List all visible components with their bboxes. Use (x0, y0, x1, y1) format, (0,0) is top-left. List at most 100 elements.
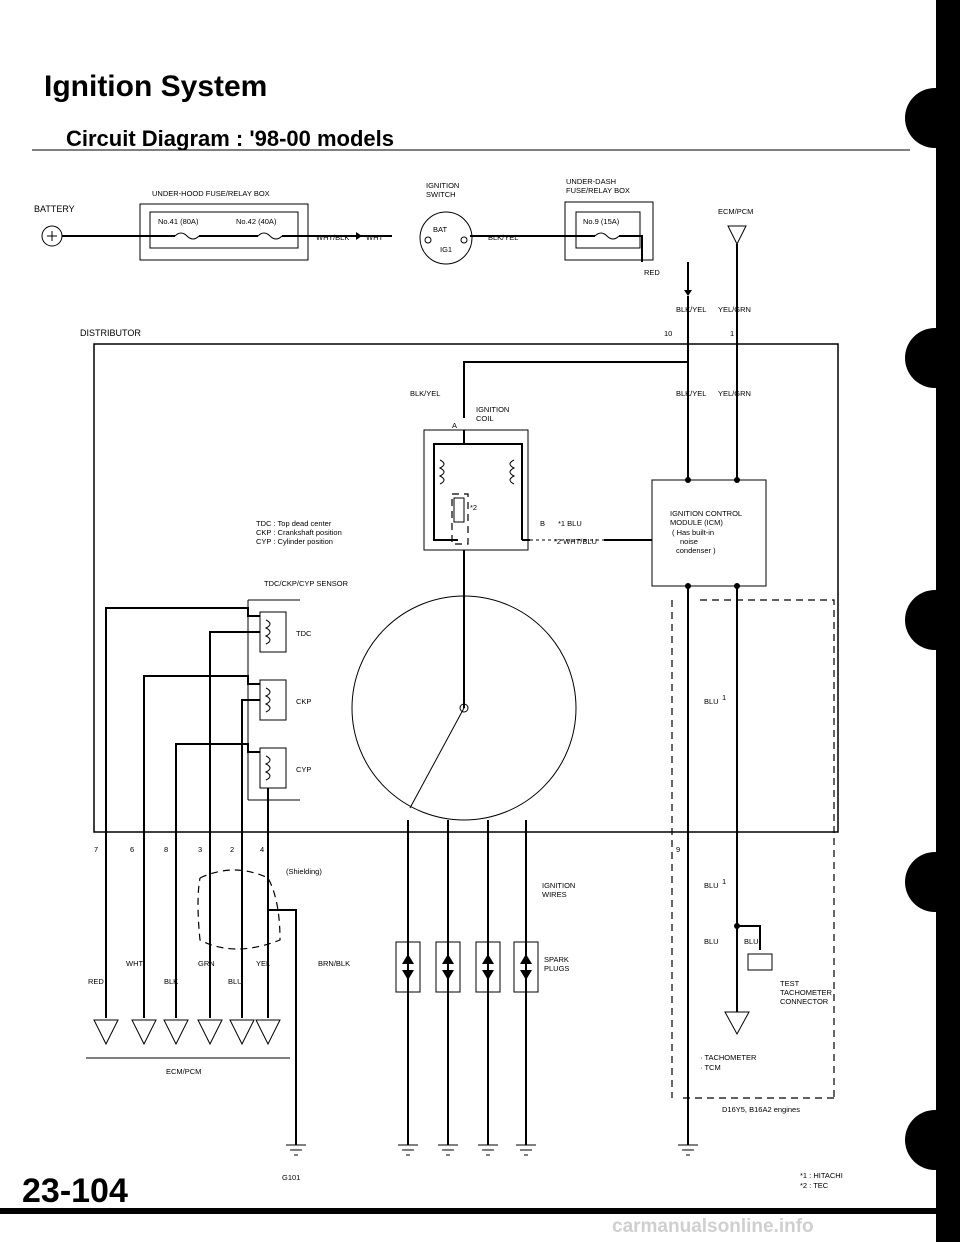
blk-yel-r1: BLK/YEL (676, 305, 706, 314)
wire-blk: BLK (164, 977, 178, 986)
pin1-label: 1 (730, 329, 734, 338)
pin8-label: 8 (164, 845, 168, 854)
spark-label-1: SPARK (544, 955, 569, 964)
ground-symbol-icon (516, 1144, 536, 1156)
tach-label-1: · TACHOMETER (700, 1053, 757, 1062)
under-dash-label-2: FUSE/RELAY BOX (566, 186, 630, 195)
fuse-symbol-icon (257, 232, 283, 240)
sup1-lower: 1 (722, 877, 726, 886)
icm-label-5: condenser ) (676, 546, 716, 555)
connector-arrow-icon (163, 1019, 189, 1046)
wire-red: RED (88, 977, 104, 986)
cyp-sensor: CYP (259, 747, 311, 789)
spark-plug-icon (475, 941, 501, 993)
pin10-label: 10 (664, 329, 672, 338)
red-label: RED (644, 268, 660, 277)
ckp-label: CKP (296, 697, 311, 706)
connector-arrow-icon (724, 1011, 750, 1036)
wire-blu: BLU (228, 977, 243, 986)
ign-wires-label-1: IGNITION (542, 881, 575, 890)
test-label-2: TACHOMETER (780, 988, 833, 997)
star2-label: *2 (470, 503, 477, 512)
legend-ckp: CKP : Crankshaft position (256, 528, 342, 537)
pin9-label: 9 (676, 845, 680, 854)
spark-label-2: PLUGS (544, 964, 569, 973)
connector-arrow-icon (93, 1019, 119, 1046)
ground-symbol-icon (478, 1144, 498, 1156)
spark-plug-icon (435, 941, 461, 993)
ground-symbol-icon (438, 1144, 458, 1156)
page-title: Ignition System (44, 70, 268, 103)
ign-wires-label-2: WIRES (542, 890, 567, 899)
watermark: carmanualsonline.info (612, 1216, 814, 1237)
distributor-label: DISTRIBUTOR (80, 328, 141, 338)
connector-arrow-icon (131, 1019, 157, 1046)
legend-tdc: TDC : Top dead center (256, 519, 332, 528)
under-dash-fuse-box: UNDER-DASH FUSE/RELAY BOX No.9 (15A) (564, 177, 654, 261)
sensor-label: TDC/CKP/CYP SENSOR (264, 579, 349, 588)
wire-wht: WHT (126, 959, 143, 968)
pin3-label: 3 (198, 845, 202, 854)
fuse-symbol-icon (594, 232, 620, 240)
page-number: 23-104 (22, 1172, 128, 1210)
yel-grn-r1: YEL/GRN (718, 305, 751, 314)
ign-coil-label-1: IGNITION (476, 405, 509, 414)
yel-grn-r2: YEL/GRN (718, 389, 751, 398)
ign-switch-label-1: IGNITION (426, 181, 459, 190)
spark-plug-icon (513, 941, 539, 993)
wire-yel: YEL (256, 959, 270, 968)
test-label-3: CONNECTOR (780, 997, 829, 1006)
bat-label: BAT (433, 225, 447, 234)
blu-a: BLU (704, 937, 719, 946)
grounds (286, 1144, 698, 1156)
page-subtitle: Circuit Diagram : '98-00 models (66, 126, 395, 151)
wht-blu-2-label: *2 WHT/BLU (554, 537, 597, 546)
footnote-1: *1 : HITACHI (800, 1171, 843, 1180)
fuse41-label: No.41 (80A) (158, 217, 199, 226)
spark-plugs: SPARK PLUGS (395, 941, 569, 993)
ground-symbol-icon (398, 1144, 418, 1156)
blu-b: BLU (744, 937, 759, 946)
connector-arrow-icon (197, 1019, 223, 1046)
blu1-right: BLU (704, 697, 719, 706)
battery-label: BATTERY (34, 204, 75, 214)
under-hood-fuse-box: UNDER-HOOD FUSE/RELAY BOX No.41 (80A) No… (139, 189, 309, 261)
fuse-symbol-icon (174, 232, 200, 240)
distributor-outline (93, 343, 839, 833)
ig1-label: IG1 (440, 245, 452, 254)
battery: BATTERY (34, 204, 75, 247)
coil-secondary (509, 459, 516, 485)
connector-arrow-icon (229, 1019, 255, 1046)
blu1-lower: BLU (704, 881, 719, 890)
pin7-label: 7 (94, 845, 98, 854)
ign-coil-label-2: COIL (476, 414, 494, 423)
blk-yel-coil: BLK/YEL (410, 389, 440, 398)
coil-primary (438, 459, 445, 485)
ckp-sensor: CKP (259, 679, 311, 721)
test-label-1: TEST (780, 979, 800, 988)
wht-label: WHT (366, 233, 383, 242)
connector-arrow-icon (727, 225, 747, 246)
under-hood-box-label: UNDER-HOOD FUSE/RELAY BOX (152, 189, 270, 198)
blu-1-label: *1 BLU (558, 519, 582, 528)
footnote-2: *2 : TEC (800, 1181, 829, 1190)
pin2-label: 2 (230, 845, 234, 854)
tdc-label: TDC (296, 629, 312, 638)
tdc-sensor: TDC (259, 611, 312, 653)
wire-grn: GRN (198, 959, 215, 968)
tach-label-2: · TCM (700, 1063, 721, 1072)
spark-plug-icon (395, 941, 421, 993)
ignition-control-module: IGNITION CONTROL MODULE (ICM) ( Has buil… (651, 477, 767, 589)
blk-yel-r2: BLK/YEL (676, 389, 706, 398)
ign-switch-label-2: SWITCH (426, 190, 456, 199)
icm-label-1: IGNITION CONTROL (670, 509, 742, 518)
fuse9-label: No.9 (15A) (583, 217, 620, 226)
icm-label-3: ( Has built-in (672, 528, 714, 537)
cyp-label: CYP (296, 765, 311, 774)
blk-yel-top-label: BLK/YEL (488, 233, 518, 242)
coil-b-label: B (540, 519, 545, 528)
wht-blk-label: WHT/BLK (316, 233, 349, 242)
shielding-label: (Shielding) (286, 867, 322, 876)
